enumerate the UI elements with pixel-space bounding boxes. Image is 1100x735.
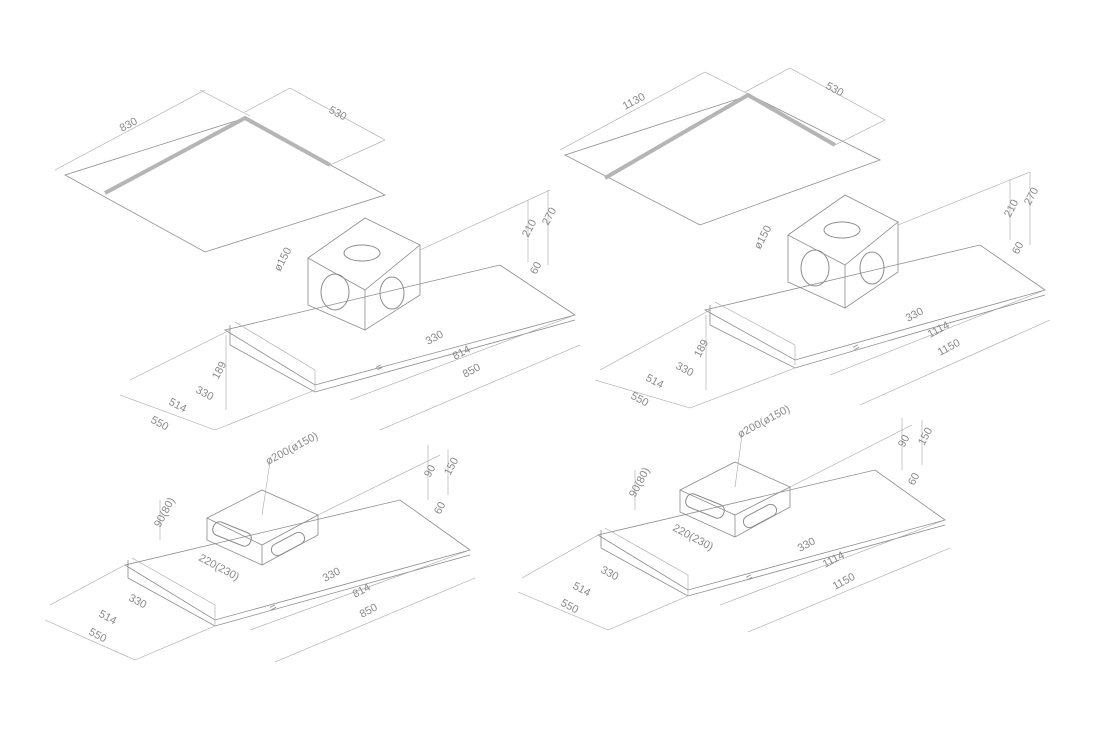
hood-1150-flat-w220-label: 220(230) [671,522,716,553]
hood-850-flat-h60-label: 60 [432,500,448,516]
hood-1150-flat-diagram: ø200(ø150) 90 150 60 90(80) 220(230) 330… [517,403,951,633]
hood-1150-box-top [787,194,899,266]
hood-850-flat-box-top [206,489,319,546]
cutout-830-width-label: 830 [118,115,140,134]
hood-1150-flat-d1150-label: 1150 [831,571,858,593]
cutout-830-edge [104,115,331,195]
hood-1150-panel [703,244,1046,361]
hood-850-box-diagram: ø150 210 270 60 189 330 514 550 330 814 … [119,189,581,433]
hood-1150-d330a-label: 330 [674,360,696,379]
hood-850-outlet-circle [320,273,350,311]
cutout-1130-outline [563,94,882,226]
hood-1150-flat-d330a-label: 330 [599,564,621,583]
hood-1150-flat-box-top [679,461,791,516]
hood-850-h270-label: 270 [540,206,559,228]
hood-1150-flat-d330b-label: 330 [796,535,818,554]
hood-1150-d550-label: 550 [629,390,651,409]
hood-850-h60-label: 60 [528,260,544,276]
hood-1150-flat-h9080-label: 90(80) [627,466,653,500]
cutout-830-outline [63,117,387,253]
cutout-830-diagram: 830 530 [54,87,387,253]
hood-1150-dia-label: ø150 [752,224,774,252]
hood-850-flat-eq-label: = [268,601,279,615]
hood-1150-flat-eq-label: = [744,571,755,585]
hood-850-d330a-label: 330 [194,384,216,403]
hood-1150-flat-h60-label: 60 [906,471,922,487]
hood-850-eq-label: = [374,361,385,375]
hood-1150-flat-d550-label: 550 [559,597,581,616]
hood-850-flat-d514-label: 514 [97,608,119,627]
hood-850-flat-d814-label: 814 [351,581,373,600]
hood-1150-d189-label: 189 [692,338,711,360]
hood-850-panel [223,264,576,386]
hood-1150-d514-label: 514 [644,372,666,391]
hood-850-d514-label: 514 [167,396,189,415]
cutout-1130-edge [603,92,836,180]
hood-1150-flat-outlet [685,493,725,519]
hood-850-h210-label: 210 [520,218,539,240]
hood-1150-h210-label: 210 [1002,198,1021,220]
hood-1150-flat-h90-label: 90 [896,433,912,449]
hood-1150-box-diagram: ø150 210 270 60 189 330 514 550 330 1114… [594,171,1051,409]
hood-1150-outlet-circle [800,249,830,287]
hood-850-d814-label: 814 [451,343,473,362]
hood-1150-eq-label: = [851,341,862,355]
hood-850-flat-w220-label: 220(230) [197,552,242,583]
hood-1150-flat-h150-label: 150 [916,426,935,448]
hood-850-flat-dia-label: ø200(ø150) [264,430,320,468]
hood-850-d330b-label: 330 [424,328,446,347]
hood-850-d550-label: 550 [149,414,171,433]
hood-850-flat-outlet [212,521,252,547]
hood-850-flat-d850-label: 850 [358,601,380,620]
hood-850-flat-h90-label: 90 [422,463,438,479]
hood-850-flat-d550-label: 550 [87,626,109,645]
hood-850-flat-d330a-label: 330 [127,592,149,611]
hood-1150-flat-dia-label: ø200(ø150) [736,403,792,441]
hood-850-flat-d330b-label: 330 [321,565,343,584]
hood-850-flat-diagram: ø200(ø150) 90 150 60 90(80) 220(230) 330… [44,430,476,663]
hood-850-d850-label: 850 [461,361,483,380]
cutout-1130-width-label: 1130 [621,91,648,113]
hood-1150-h270-label: 270 [1022,186,1041,208]
hood-850-flat-h9080-label: 90(80) [152,496,178,530]
cutout-1130-diagram: 1130 530 [559,67,886,226]
hood-850-flat-h150-label: 150 [442,456,461,478]
hood-850-d189-label: 189 [210,360,229,382]
hood-1150-d1150-label: 1150 [936,337,963,359]
hood-1150-h60-label: 60 [1010,240,1026,256]
hood-850-dia-label: ø150 [272,246,294,274]
cutout-830-depth-label: 530 [327,104,349,123]
hood-1150-flat-d514-label: 514 [571,580,593,599]
hood-1150-d330b-label: 330 [904,305,926,324]
